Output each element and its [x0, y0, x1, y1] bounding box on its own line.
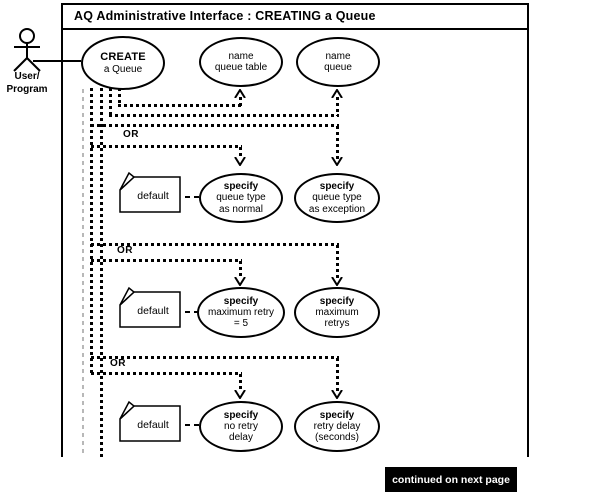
- or-label-3: OR: [110, 358, 126, 369]
- arrow-up-icon: [234, 89, 246, 98]
- or2-top-branch: [91, 243, 339, 246]
- note-connector: [185, 311, 200, 313]
- usecase-maximum-retrys: specify maximum retrys: [294, 287, 380, 338]
- stem-maximum-retry-5: [239, 261, 242, 278]
- actor-icon: [13, 28, 41, 72]
- or3-top-branch: [91, 356, 339, 359]
- arrow-down-icon: [234, 157, 246, 166]
- stem-no-retry-delay: [239, 374, 242, 391]
- stem-name-queue: [336, 97, 339, 116]
- continued-banner: continued on next page: [385, 467, 517, 492]
- default-note-icon: default: [119, 171, 181, 213]
- association-line: [33, 60, 81, 62]
- usecase-name-queue: name queue: [296, 37, 380, 87]
- stem-queue-type-exception: [336, 126, 339, 159]
- or-label-1: OR: [123, 129, 139, 140]
- branch-name-queue: [109, 114, 339, 117]
- trunk-line-3: [109, 88, 112, 117]
- trunk-line-2: [100, 88, 103, 457]
- note-connector: [185, 196, 200, 198]
- gray-continuation-line: [82, 89, 84, 457]
- frame-top-border: [61, 3, 529, 5]
- or1-top-branch: [91, 124, 339, 127]
- usecase-name-queue-table: name queue table: [199, 37, 283, 87]
- usecase-create-queue: CREATE a Queue: [81, 36, 165, 90]
- arrow-down-icon: [331, 390, 343, 399]
- or-label-2: OR: [117, 245, 133, 256]
- usecase-queue-type-normal: specify queue type as normal: [199, 173, 283, 223]
- title-separator: [61, 28, 529, 30]
- usecase-no-retry-delay: specify no retry delay: [199, 401, 283, 452]
- trunk-line-1: [90, 88, 93, 375]
- stem-queue-type-normal: [239, 147, 242, 159]
- stem-maximum-retrys: [336, 245, 339, 278]
- arrow-down-icon: [234, 277, 246, 286]
- frame-right-border: [527, 3, 529, 457]
- default-note-label: default: [137, 305, 169, 317]
- note-connector: [185, 424, 200, 426]
- trunk-line-4: [118, 88, 121, 107]
- or1-bottom-branch: [91, 145, 242, 148]
- default-note-label: default: [137, 419, 169, 431]
- default-note-label: default: [137, 190, 169, 202]
- branch-name-queue-table: [118, 104, 242, 107]
- usecase-maximum-retry-5: specify maximum retry = 5: [197, 287, 285, 338]
- stem-name-queue-table: [239, 97, 242, 106]
- diagram-title: AQ Administrative Interface : CREATING a…: [74, 9, 376, 23]
- arrow-down-icon: [331, 277, 343, 286]
- arrow-up-icon: [331, 89, 343, 98]
- usecase-retry-delay-seconds: specify retry delay (seconds): [294, 401, 380, 452]
- default-note-icon: default: [119, 400, 181, 442]
- or2-bottom-branch: [91, 259, 242, 262]
- arrow-down-icon: [331, 157, 343, 166]
- stem-retry-delay-seconds: [336, 358, 339, 391]
- or3-bottom-branch: [91, 372, 242, 375]
- default-note-icon: default: [119, 286, 181, 328]
- actor-label: User/ Program: [6, 71, 48, 95]
- usecase-queue-type-exception: specify queue type as exception: [294, 173, 380, 223]
- arrow-down-icon: [234, 390, 246, 399]
- frame-left-border: [61, 3, 63, 457]
